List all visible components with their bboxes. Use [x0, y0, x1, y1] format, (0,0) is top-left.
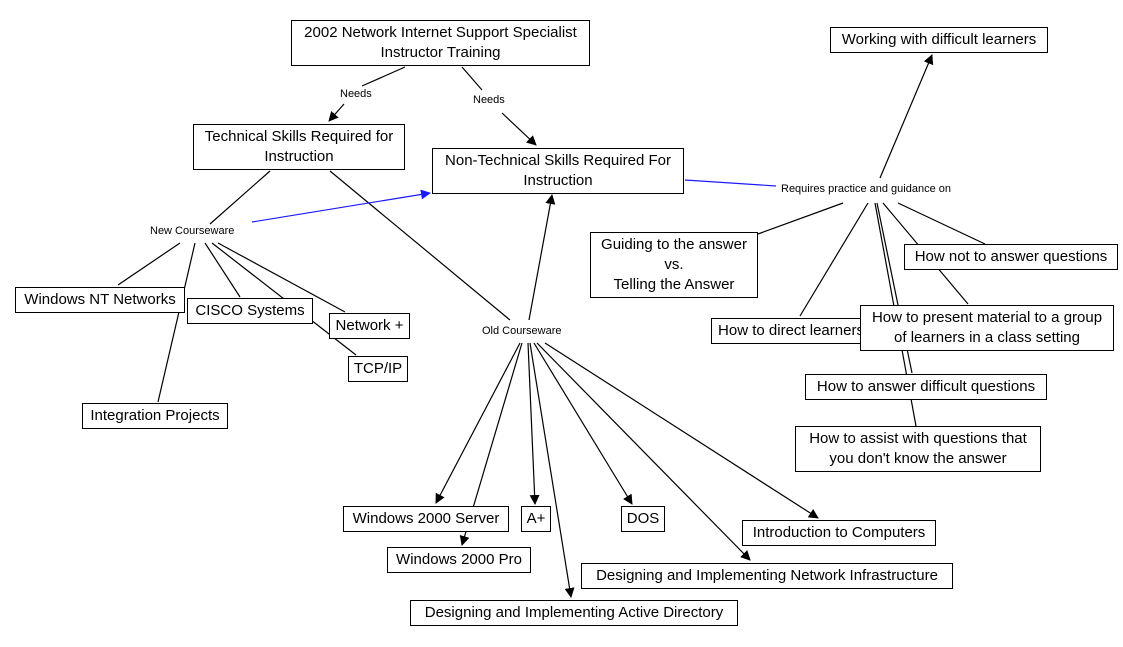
edge-oldcw-aplus — [527, 342, 540, 505]
node-wdl[interactable]: Working with difficult learners — [830, 27, 1048, 53]
edge-tech-newcw — [209, 170, 271, 225]
edge-reqs-direct — [799, 202, 869, 317]
edge-needs1-tech — [328, 103, 345, 122]
edge-newcw-netplus — [217, 242, 346, 313]
node-nontech[interactable]: Non-Technical Skills Required For Instru… — [432, 148, 684, 194]
node-notans[interactable]: How not to answer questions — [904, 244, 1118, 270]
edge-reqs-guide — [757, 202, 844, 235]
node-root[interactable]: 2002 Network Internet Support Specialist… — [291, 20, 590, 66]
node-aplus[interactable]: A+ — [521, 506, 551, 532]
edge-reqs-wdl — [879, 54, 934, 179]
node-dos[interactable]: DOS — [621, 506, 665, 532]
edge-root-needs1 — [361, 66, 406, 87]
edge-newcw-nontech — [251, 189, 431, 223]
edge-oldcw-dos — [533, 342, 633, 505]
edge-oldcw-dinet — [536, 342, 751, 561]
edge-newcw-integ — [157, 242, 196, 403]
edge-oldcw-w2ks — [435, 342, 521, 504]
node-assist[interactable]: How to assist with questions that you do… — [795, 426, 1041, 472]
edge-newcw-cisco — [204, 242, 241, 298]
node-diffq[interactable]: How to answer difficult questions — [805, 374, 1047, 400]
node-w2kp[interactable]: Windows 2000 Pro — [387, 547, 531, 573]
node-guide[interactable]: Guiding to the answer vs. Telling the An… — [590, 232, 758, 298]
edge-tech-oldcw — [329, 170, 511, 321]
node-intro[interactable]: Introduction to Computers — [742, 520, 936, 546]
edge-needs2-nontech — [501, 112, 537, 146]
edge-newcw-wnt — [117, 242, 181, 286]
edge-nontech-reqs — [684, 179, 777, 187]
node-present[interactable]: How to present material to a group of le… — [860, 305, 1114, 351]
node-oldcw[interactable]: Old Courseware — [482, 325, 562, 337]
node-diad[interactable]: Designing and Implementing Active Direct… — [410, 600, 738, 626]
node-wnt[interactable]: Windows NT Networks — [15, 287, 185, 313]
node-needs1[interactable]: Needs — [340, 88, 372, 100]
node-netplus[interactable]: Network + — [329, 313, 410, 339]
node-w2ks[interactable]: Windows 2000 Server — [343, 506, 509, 532]
edge-oldcw-nontech — [528, 194, 556, 321]
node-direct[interactable]: How to direct learners — [711, 318, 871, 344]
edge-root-needs2 — [461, 66, 483, 91]
node-needs2[interactable]: Needs — [473, 94, 505, 106]
node-dinet[interactable]: Designing and Implementing Network Infra… — [581, 563, 953, 589]
node-reqs[interactable]: Requires practice and guidance on — [781, 183, 952, 195]
node-newcw[interactable]: New Courseware — [150, 225, 235, 237]
edge-reqs-notans — [897, 202, 986, 245]
node-cisco[interactable]: CISCO Systems — [187, 298, 313, 324]
edge-oldcw-intro — [544, 342, 819, 519]
edge-oldcw-diad — [529, 342, 575, 598]
node-tech[interactable]: Technical Skills Required for Instructio… — [193, 124, 405, 170]
node-tcpip[interactable]: TCP/IP — [348, 356, 408, 382]
node-integ[interactable]: Integration Projects — [82, 403, 228, 429]
